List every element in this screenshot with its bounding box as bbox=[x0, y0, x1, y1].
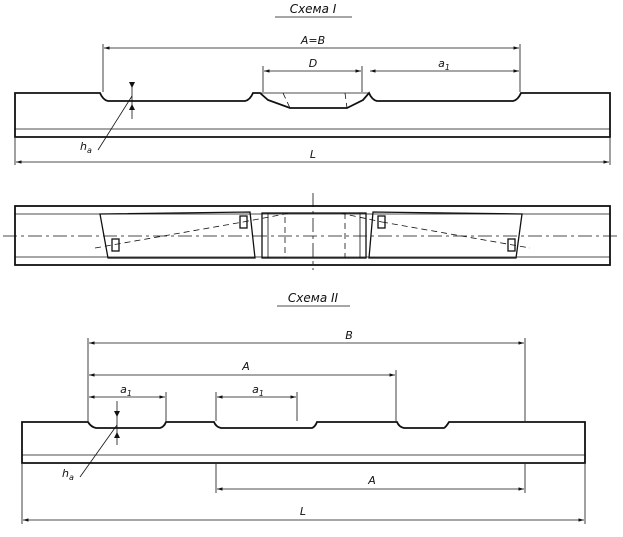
plan-cord-left bbox=[94, 221, 244, 249]
plan-fastener-1 bbox=[239, 215, 248, 229]
scheme-2-ha-label: ha bbox=[62, 467, 74, 482]
scheme-2-ha-arrow-top bbox=[114, 411, 120, 417]
scheme-2-ha-arrow-bottom bbox=[114, 432, 120, 438]
plan-center-hidden bbox=[284, 212, 346, 259]
scheme-1-pocket-hidden-left bbox=[282, 92, 291, 109]
scheme-1-pocket-hidden-right bbox=[344, 92, 348, 109]
plan-view bbox=[3, 193, 620, 270]
scheme-1-dim-ab-label: A=B bbox=[300, 34, 325, 47]
scheme-2-dim-a1-mid-label: a1 bbox=[252, 383, 264, 398]
plan-cord-right bbox=[381, 221, 531, 249]
scheme-1-ha-arrow-top bbox=[129, 82, 135, 88]
plan-fastener-2 bbox=[377, 215, 386, 229]
scheme-2-ha-leader bbox=[79, 424, 118, 478]
scheme-2-dim-b-label: B bbox=[345, 329, 353, 342]
scheme-1: Схема I A=B D a1 ha L bbox=[14, 2, 611, 165]
plan-center-insert bbox=[261, 212, 367, 259]
scheme-1-beam-outline bbox=[14, 91, 611, 138]
scheme-2-dim-a-bottom-label: A bbox=[367, 474, 376, 487]
scheme-1-title: Схема I bbox=[290, 2, 337, 16]
scheme-1-ha-label: ha bbox=[80, 140, 92, 155]
plan-cord-center-left bbox=[242, 212, 291, 223]
scheme-2: Схема II B A a1 a1 ha A bbox=[21, 291, 586, 524]
scheme-2-beam-outline bbox=[21, 421, 586, 464]
scheme-2-dim-l-label: L bbox=[300, 505, 306, 518]
scheme-1-ha-arrow-bottom bbox=[129, 104, 135, 110]
plan-fastener-3 bbox=[111, 238, 120, 252]
plan-fastener-4 bbox=[507, 238, 516, 252]
scheme-1-ha-leader bbox=[97, 95, 133, 151]
plan-cord-center-right bbox=[339, 212, 383, 223]
scheme-1-dim-a1-label: a1 bbox=[438, 57, 450, 72]
scheme-1-dim-d-label: D bbox=[309, 57, 317, 70]
scheme-2-dim-a-top-label: A bbox=[241, 360, 250, 373]
plan-pocket-right bbox=[368, 211, 523, 259]
plan-pocket-left bbox=[99, 211, 256, 259]
plan-outline bbox=[14, 205, 611, 266]
scheme-2-dim-a1-left-label: a1 bbox=[120, 383, 132, 398]
scheme-2-title: Схема II bbox=[288, 291, 339, 305]
scheme-1-dim-l-label: L bbox=[310, 148, 316, 161]
